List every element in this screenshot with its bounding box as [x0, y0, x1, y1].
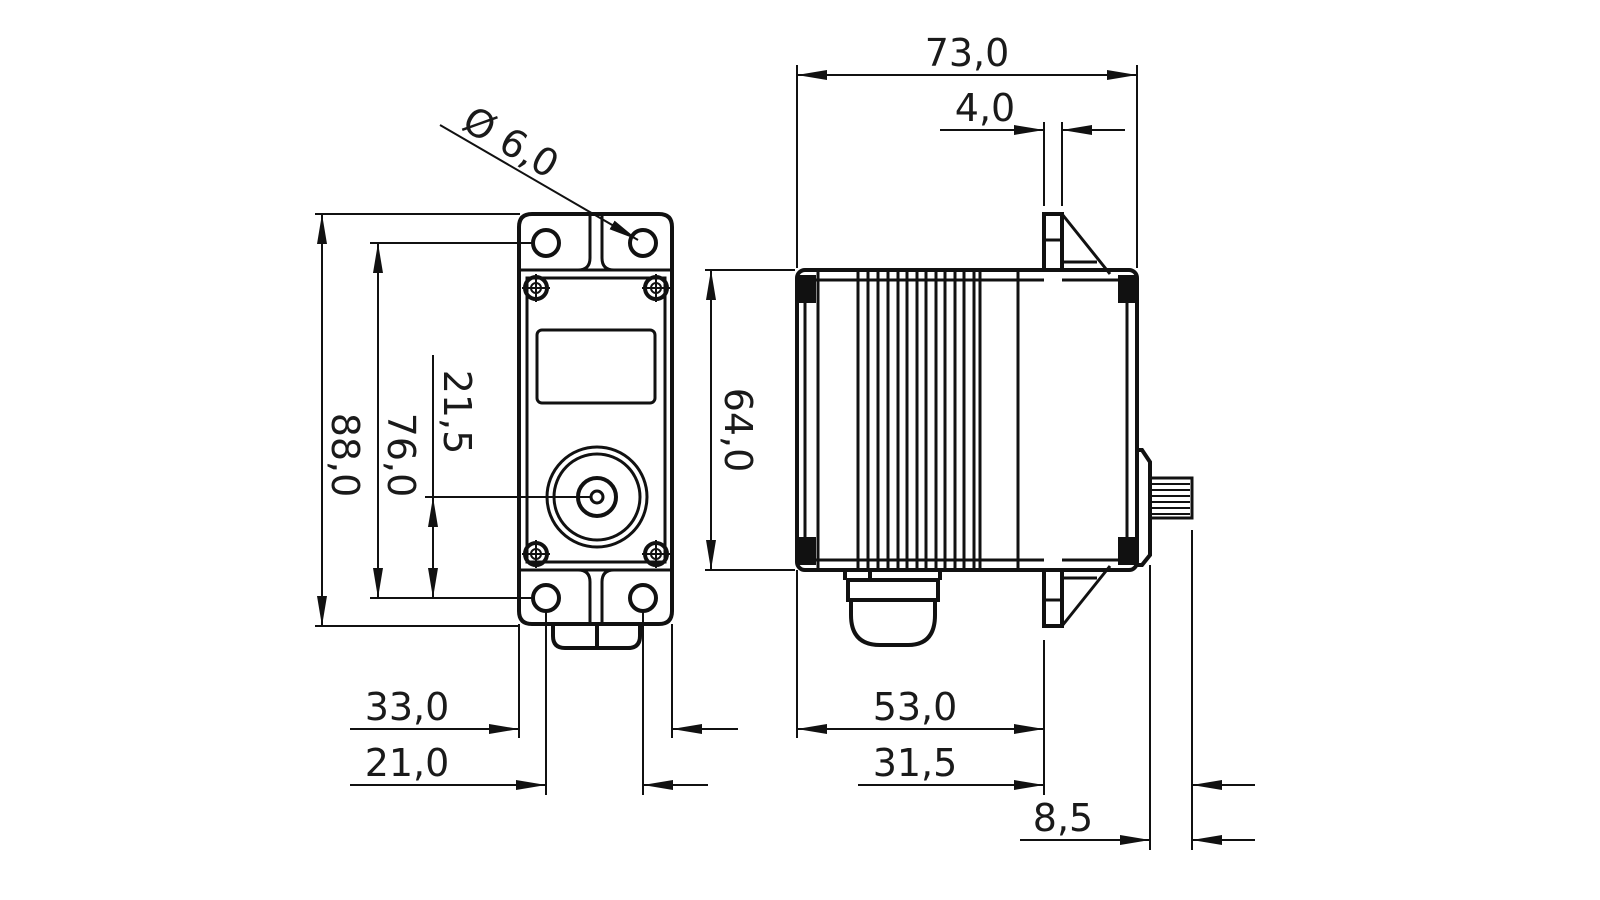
- front-outline: [517, 212, 674, 626]
- dim-flange-thickness: 4,0: [955, 86, 1015, 130]
- dim-overall-height: 88,0: [323, 413, 367, 498]
- dim-hole-spacing-horizontal: 21,0: [365, 741, 450, 785]
- dim-overall-width: 33,0: [365, 685, 450, 729]
- dim-body-height: 64,0: [716, 388, 760, 473]
- side-dimensions: 73,0 4,0 64,0 53,0 31,5 8,5: [705, 31, 1255, 850]
- cable-exit-tab: [551, 624, 642, 650]
- front-view: [517, 212, 674, 650]
- screw-heads: [522, 274, 670, 568]
- dim-shaft-length: 8,5: [1033, 796, 1093, 840]
- top-ear-divider: [519, 214, 672, 272]
- mount-hole: [531, 583, 561, 613]
- cable-gland: [843, 570, 942, 647]
- dim-flange-to-shaft-end: 31,5: [873, 741, 958, 785]
- dim-shaft-offset: 21,5: [435, 370, 479, 455]
- case-inner-frame: [525, 276, 667, 564]
- mount-hole: [628, 228, 658, 258]
- corner-pads: [798, 275, 1136, 565]
- side-body: [795, 268, 1139, 572]
- mount-hole: [531, 228, 561, 258]
- flange-ribs: [1044, 213, 1112, 627]
- bottom-ear-divider: [519, 568, 672, 624]
- output-spline: [1148, 476, 1194, 520]
- mount-hole: [628, 583, 658, 613]
- dim-hole-spacing-vertical: 76,0: [379, 413, 423, 498]
- cooling-fins: [866, 270, 982, 570]
- dim-overall-length: 73,0: [925, 31, 1010, 75]
- dim-body-to-flange: 53,0: [873, 685, 958, 729]
- shaft-center: [589, 489, 605, 505]
- side-view: [795, 212, 1194, 647]
- label-plate: [535, 328, 657, 405]
- dim-hole-diameter: Ø 6,0: [456, 98, 567, 187]
- mounting-flange: [1042, 212, 1064, 628]
